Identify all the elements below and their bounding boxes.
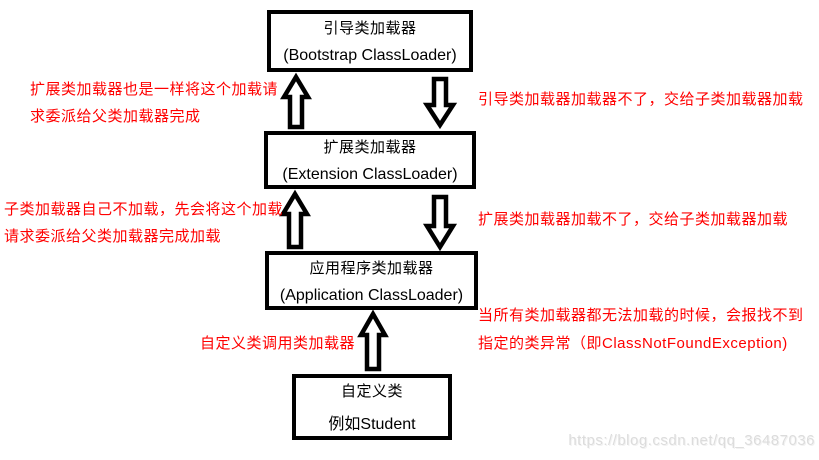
annotation-line: 扩展类加载器也是一样将这个加载请 — [30, 81, 279, 98]
annotation-extension-cannot-load: 扩展类加载器加载不了，交给子类加载器加载 — [478, 206, 788, 233]
down-arrow-icon — [422, 194, 458, 252]
up-arrow-icon — [279, 189, 311, 250]
application-classloader-box: 应用程序类加载器 (Application ClassLoader) — [265, 251, 478, 310]
annotation-bootstrap-cannot-load: 引导类加载器加载器不了，交给子类加载器加载 — [478, 86, 804, 113]
extension-box-subtitle: (Extension ClassLoader) — [282, 166, 458, 183]
annotation-line: 子类加载器自己不加载，先会将这个加载 — [4, 201, 284, 218]
application-box-title: 应用程序类加载器 — [309, 259, 434, 277]
up-arrow-icon — [357, 309, 389, 372]
custom-box-subtitle: 例如Student — [328, 416, 416, 433]
custom-box-title: 自定义类 — [340, 383, 403, 400]
annotation-line: 指定的类异常（即ClassNotFoundException) — [478, 335, 788, 352]
annotation-line: 请求委派给父类加载器完成加载 — [4, 228, 222, 245]
custom-class-box: 自定义类 例如Student — [292, 374, 452, 440]
annotation-classnotfound-exception: 当所有类加载器都无法加载的时候，会报找不到 指定的类异常（即ClassNotFo… — [478, 302, 804, 358]
bootstrap-classloader-box: 引导类加载器 (Bootstrap ClassLoader) — [267, 10, 473, 72]
extension-classloader-box: 扩展类加载器 (Extension ClassLoader) — [264, 131, 476, 189]
bootstrap-box-title: 引导类加载器 — [323, 20, 417, 37]
annotation-line: 自定义类调用类加载器 — [200, 335, 356, 352]
up-arrow-icon — [280, 72, 312, 130]
extension-box-title: 扩展类加载器 — [323, 139, 417, 156]
annotation-line: 当所有类加载器都无法加载的时候，会报找不到 — [478, 307, 804, 324]
annotation-extension-delegates: 扩展类加载器也是一样将这个加载请 求委派给父类加载器完成 — [30, 76, 278, 130]
bootstrap-box-subtitle: (Bootstrap ClassLoader) — [283, 47, 457, 64]
annotation-line: 引导类加载器加载器不了，交给子类加载器加载 — [478, 91, 804, 108]
csdn-watermark: https://blog.csdn.net/qq_36487036 — [568, 432, 815, 449]
annotation-line: 扩展类加载器加载不了，交给子类加载器加载 — [478, 211, 789, 228]
annotation-custom-class-invokes: 自定义类调用类加载器 — [200, 330, 355, 357]
application-box-subtitle: (Application ClassLoader) — [279, 286, 464, 304]
down-arrow-icon — [422, 76, 458, 130]
annotation-child-delegates: 子类加载器自己不加载，先会将这个加载 请求委派给父类加载器完成加载 — [4, 196, 283, 250]
annotation-line: 求委派给父类加载器完成 — [30, 108, 201, 125]
